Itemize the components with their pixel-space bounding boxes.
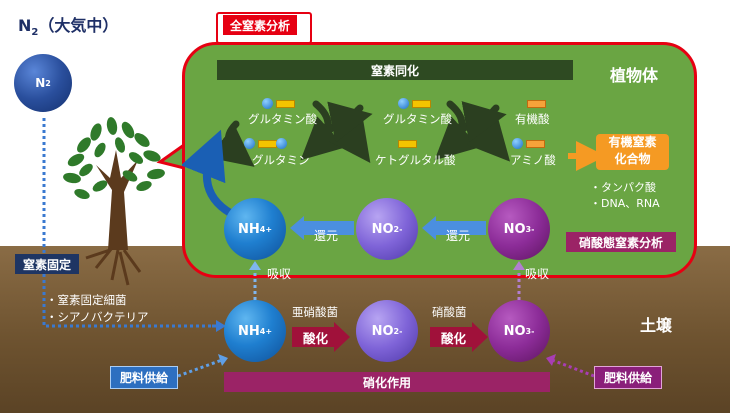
protein-item: ・タンパク酸 [590,181,656,194]
nitrogen-fixation-box: 窒素固定 [15,254,79,274]
glutamic-acid-label-2: グルタミン酸 [383,112,452,126]
total-analysis-label: 全窒素分析 [223,15,297,35]
glutamic-acid-label-1: グルタミン酸 [248,112,317,126]
reduce-arrow-2 [422,216,486,240]
nitrite-bacteria-label: 亜硝酸菌 [292,305,338,319]
assimilation-arrows [182,100,606,226]
oxidize-arrow-1 [292,322,350,352]
assimilation-bar: 窒素同化 [217,60,573,80]
soil-label: 土壌 [640,316,673,335]
absorb-label-1: 吸収 [267,267,292,281]
absorb-label-2: 吸収 [525,267,550,281]
molecule-bar [398,140,417,148]
fertilizer-left-box: 肥料供給 [110,366,178,389]
molecule-dot [398,98,409,109]
oxidize-label-2: 酸化 [441,331,467,346]
oxidize-label-1: 酸化 [303,331,329,346]
ketoglutaric-label: ケトグルタル酸 [375,153,456,167]
organic-acid-bar [527,100,546,108]
amino-acid-bar [526,140,545,148]
nitrate-analysis-box: 硝酸態窒素分析 [566,232,676,252]
glutamine-label: グルタミン [252,153,310,167]
fixer-item-2: ・シアノバクテリア [46,310,149,324]
organic-acid-label: 有機酸 [515,112,550,126]
page-title: N2（大気中） [18,16,119,39]
fertilizer-right-box: 肥料供給 [594,366,662,389]
plant-label: 植物体 [610,66,659,85]
reduce-arrow-1 [290,216,354,240]
molecule-dot [276,138,287,149]
fixer-item-1: ・窒素固定細菌 [46,293,127,307]
fixation-dotted-line [42,118,218,328]
molecule-dot [262,98,273,109]
molecule-dot [244,138,255,149]
molecule-bar [276,100,295,108]
reduce-label-1: 還元 [314,229,339,243]
organic-nitrogen-box: 有機窒素化合物 [596,134,669,170]
molecule-bar [412,100,431,108]
nitrate-bacteria-label: 硝酸菌 [432,305,467,319]
oxidize-arrow-2 [430,322,488,352]
tree-icon [63,117,165,286]
amino-acid-label: アミノ酸 [510,153,556,167]
reduce-label-2: 還元 [446,229,471,243]
dna-rna-item: ・DNA、RNA [590,197,660,210]
nitrification-bar: 硝化作用 [224,372,550,392]
molecule-dot [512,138,523,149]
